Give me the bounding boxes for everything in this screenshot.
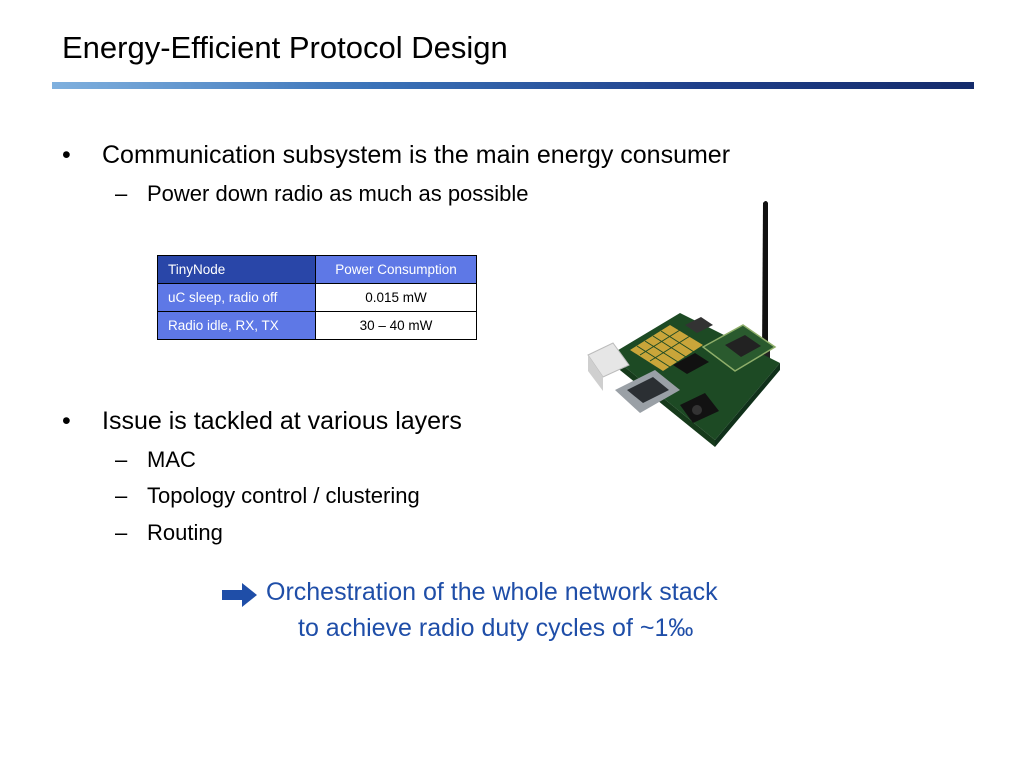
sub-bullet-marker: –: [115, 483, 128, 508]
sub-bullet-text: Power down radio as much as possible: [147, 181, 529, 206]
sub-bullet-marker: –: [115, 520, 128, 545]
table-cell: 0.015 mW: [315, 283, 477, 312]
right-arrow-icon: [222, 583, 257, 607]
sub-bullet-text: Topology control / clustering: [147, 483, 420, 508]
sub-bullet-item: – Topology control / clustering: [115, 483, 420, 509]
table-row: uC sleep, radio off 0.015 mW: [157, 283, 477, 312]
bullet-text: Communication subsystem is the main ener…: [102, 141, 731, 169]
bullet-text: Issue is tackled at various layers: [102, 407, 462, 435]
sub-bullet-text: Routing: [147, 520, 223, 545]
conclusion-line-2: to achieve radio duty cycles of ~1‰: [298, 614, 694, 642]
table-cell: uC sleep, radio off: [157, 283, 316, 312]
power-consumption-table: TinyNode Power Consumption uC sleep, rad…: [157, 255, 477, 340]
table-row: Radio idle, RX, TX 30 – 40 mW: [157, 311, 477, 340]
sub-bullet-item: – Routing: [115, 520, 223, 546]
bullet-item: • Communication subsystem is the main en…: [62, 141, 731, 170]
sub-bullet-marker: –: [115, 447, 128, 472]
table-header-cell: Power Consumption: [315, 255, 477, 284]
bullet-marker: •: [62, 141, 71, 169]
conclusion-line-1: Orchestration of the whole network stack: [266, 578, 718, 606]
sub-bullet-item: – MAC: [115, 447, 196, 473]
table-cell: Radio idle, RX, TX: [157, 311, 316, 340]
bullet-marker: •: [62, 407, 71, 435]
table-header-cell: TinyNode: [157, 255, 316, 284]
tinynode-board-image: [587, 201, 780, 447]
slide-title: Energy-Efficient Protocol Design: [62, 30, 508, 65]
table-cell: 30 – 40 mW: [315, 311, 477, 340]
table-header-row: TinyNode Power Consumption: [157, 255, 477, 284]
sub-bullet-marker: –: [115, 181, 128, 206]
bullet-item: • Issue is tackled at various layers: [62, 407, 462, 436]
title-underline-bar: [52, 82, 974, 89]
sub-bullet-item: – Power down radio as much as possible: [115, 181, 529, 207]
sub-bullet-text: MAC: [147, 447, 196, 472]
